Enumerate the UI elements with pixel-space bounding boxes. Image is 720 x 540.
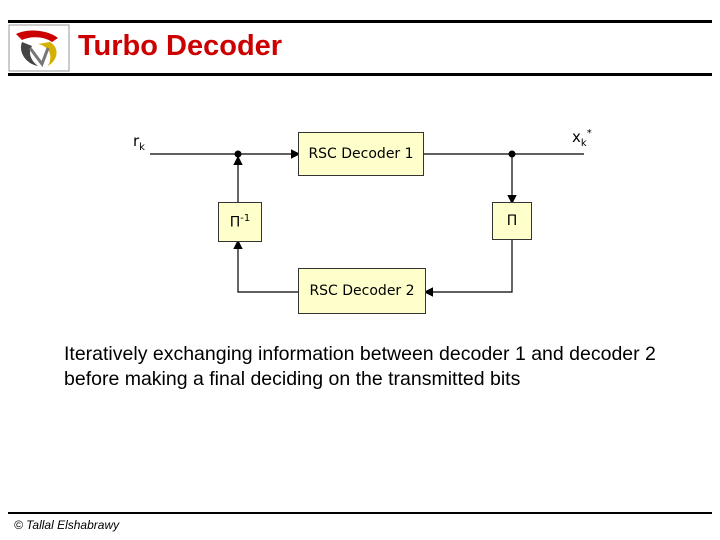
deinterleaver-label: Π-1 xyxy=(229,213,251,231)
to-decoder2-line xyxy=(423,240,513,297)
input-label: rk xyxy=(133,132,145,153)
output-label: xk* xyxy=(572,128,592,149)
rsc-decoder-1-label: RSC Decoder 1 xyxy=(308,146,414,162)
header-bottom-rule xyxy=(8,73,712,76)
body-text: Iteratively exchanging information betwe… xyxy=(64,343,656,390)
rsc-decoder-2-box: RSC Decoder 2 xyxy=(298,268,426,314)
rsc-decoder-2-label: RSC Decoder 2 xyxy=(309,283,415,299)
header-top-rule xyxy=(8,20,712,23)
university-logo-icon xyxy=(8,24,70,72)
to-deinterleaver-line xyxy=(233,239,298,293)
interleaver-box: Π xyxy=(492,202,532,240)
slide-title: Turbo Decoder xyxy=(78,30,283,62)
interleaver-label: Π xyxy=(506,213,518,229)
input-junction xyxy=(234,150,242,158)
footer-copyright: © Tallal Elshabrawy xyxy=(14,518,120,532)
deinterleaver-box: Π-1 xyxy=(218,202,262,242)
rsc-decoder-1-box: RSC Decoder 1 xyxy=(298,132,424,176)
footer-rule xyxy=(8,512,712,514)
